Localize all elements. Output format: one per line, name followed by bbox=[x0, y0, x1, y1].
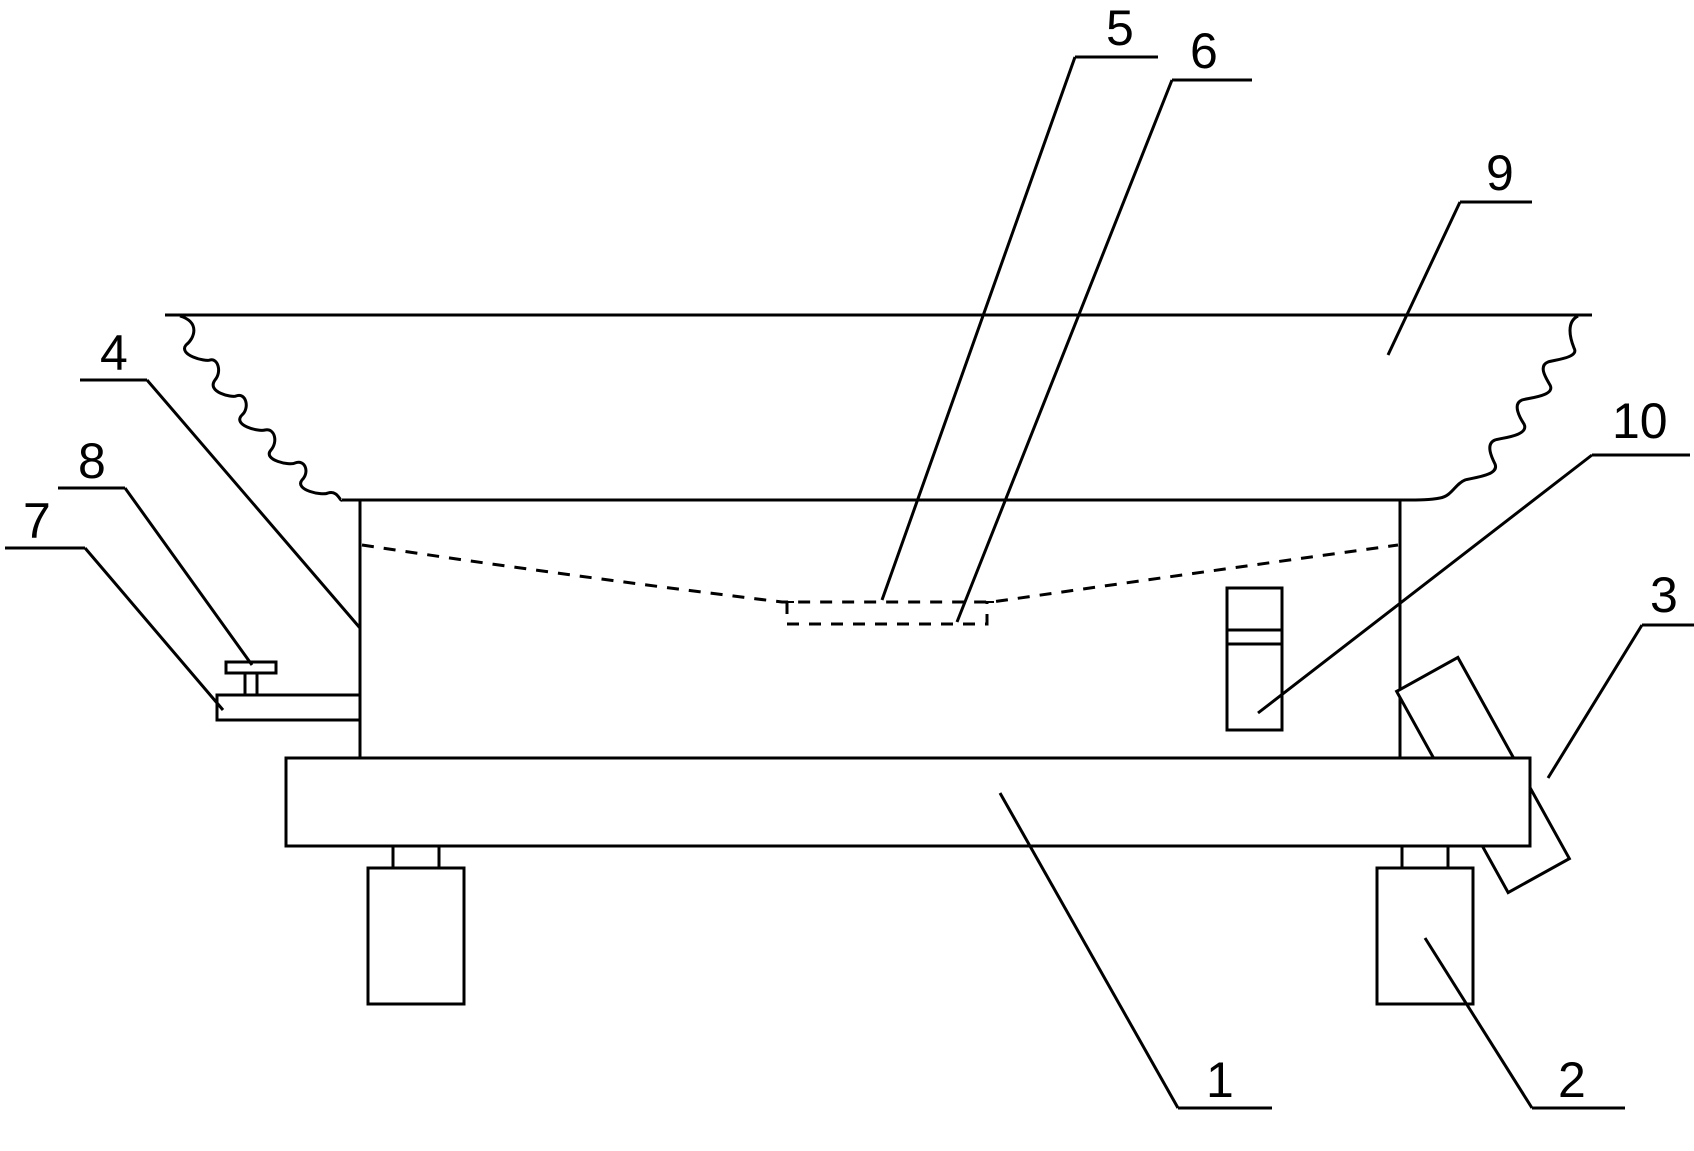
right-support-block bbox=[1375, 866, 1475, 1006]
leader-5 bbox=[880, 56, 1077, 601]
left-support-block bbox=[366, 866, 466, 1006]
sieve-screen bbox=[361, 543, 1399, 604]
label-4: 4 bbox=[100, 325, 128, 381]
leader-6 bbox=[955, 79, 1174, 623]
leader-9 bbox=[1386, 201, 1462, 356]
control-box bbox=[1225, 586, 1284, 732]
label-1: 1 bbox=[1206, 1052, 1234, 1108]
leader-3 bbox=[1546, 624, 1644, 779]
label-5: 5 bbox=[1106, 0, 1134, 56]
right-support-neck bbox=[1400, 844, 1450, 870]
leader-2 bbox=[1423, 937, 1534, 1109]
control-unit bbox=[1225, 586, 1284, 732]
outlet-assembly bbox=[215, 660, 362, 722]
label-9: 9 bbox=[1486, 145, 1514, 201]
leader-8 bbox=[123, 487, 254, 666]
left-support bbox=[366, 844, 466, 1006]
outlet-pipe bbox=[215, 693, 362, 722]
hopper-left-wall bbox=[179, 314, 344, 502]
hopper bbox=[165, 313, 1592, 502]
label-6: 6 bbox=[1190, 23, 1218, 79]
label-2: 2 bbox=[1558, 1052, 1586, 1108]
hopper-right-wall bbox=[1401, 314, 1579, 502]
leader-7 bbox=[83, 547, 225, 711]
label-10: 10 bbox=[1612, 393, 1668, 449]
base-frame bbox=[284, 756, 1532, 848]
leader-1 bbox=[998, 792, 1180, 1109]
left-support-neck bbox=[391, 844, 441, 870]
leader-lines bbox=[5, 55, 1694, 1110]
leader-10 bbox=[1257, 453, 1593, 715]
leader-4 bbox=[145, 379, 362, 629]
label-7: 7 bbox=[23, 493, 51, 549]
tank bbox=[342, 498, 1402, 758]
label-8: 8 bbox=[78, 433, 106, 489]
right-support bbox=[1375, 844, 1475, 1006]
part-labels: 1 2 3 4 5 6 7 8 9 10 bbox=[23, 0, 1678, 1108]
label-3: 3 bbox=[1650, 567, 1678, 623]
collection-tray bbox=[785, 602, 989, 626]
